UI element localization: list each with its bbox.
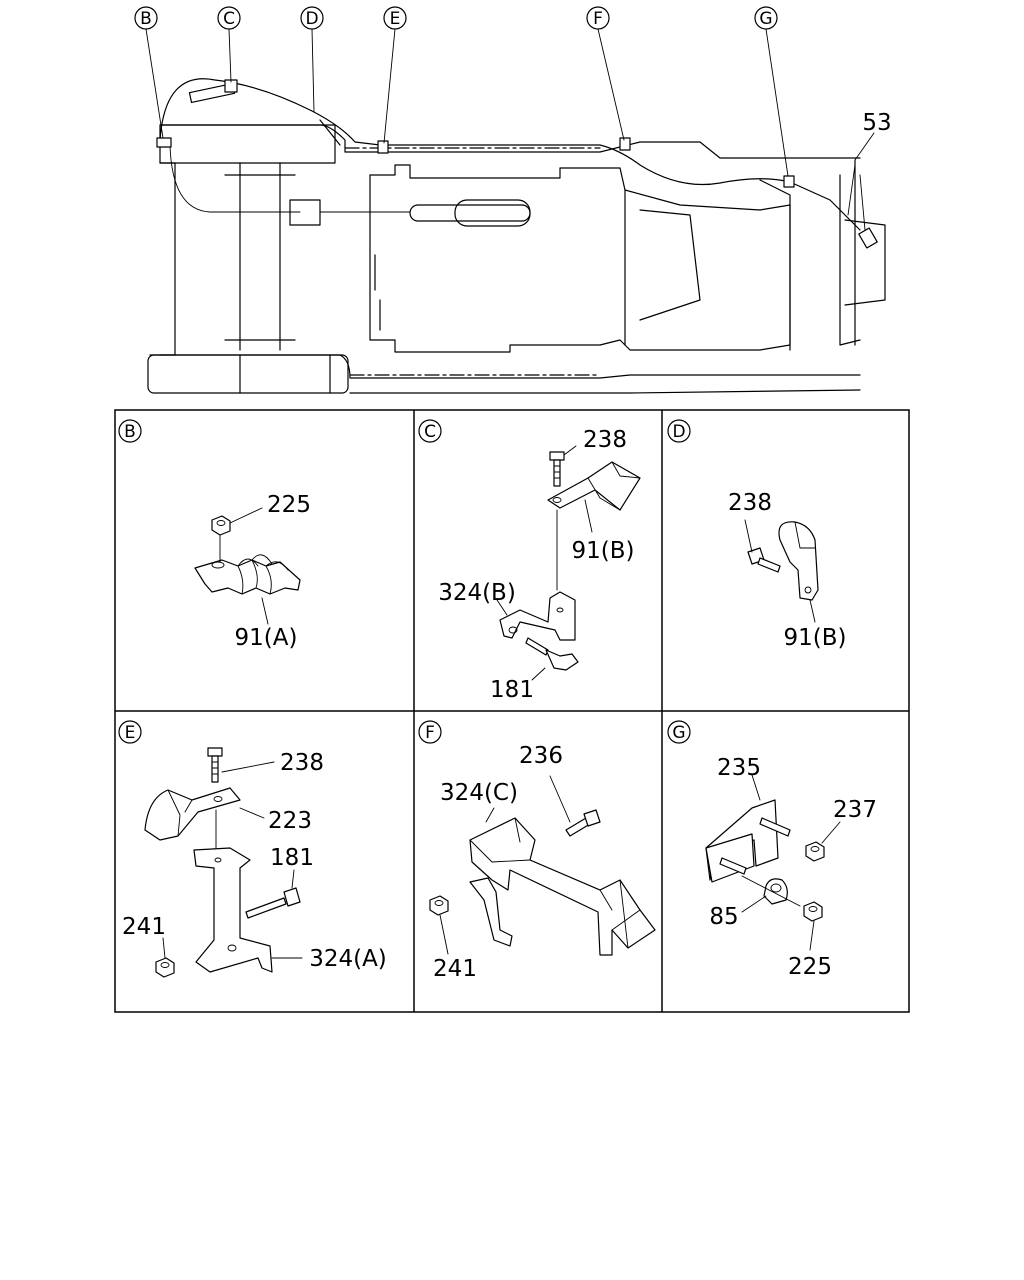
detail-g-panel: G 235 237 85 225	[667, 720, 877, 980]
svg-text:241: 241	[433, 956, 477, 982]
svg-text:235: 235	[717, 755, 761, 781]
bolt-236	[565, 809, 601, 837]
clip-91b-d	[778, 521, 819, 601]
stud-bolt-g	[719, 817, 791, 875]
svg-text:E: E	[125, 723, 136, 743]
detail-c-panel: C 238 91(B) 324(B) 181	[418, 419, 641, 703]
svg-text:E: E	[390, 9, 401, 29]
svg-text:181: 181	[490, 677, 534, 703]
detail-marker-b: B	[134, 6, 158, 30]
detail-grid	[114, 409, 910, 1013]
part-53-label: 53	[862, 110, 891, 136]
bracket-324c	[469, 817, 656, 956]
svg-text:B: B	[140, 9, 152, 29]
svg-text:C: C	[424, 422, 436, 442]
svg-text:G: G	[672, 723, 685, 743]
bolt-181-e	[245, 887, 301, 919]
overview-leaders	[145, 28, 875, 177]
nut-241-e	[155, 957, 175, 978]
svg-text:238: 238	[280, 750, 324, 776]
svg-text:F: F	[593, 9, 603, 29]
cable-route	[156, 78, 878, 249]
svg-text:B: B	[124, 422, 136, 442]
svg-text:225: 225	[788, 954, 832, 980]
clip-85	[763, 878, 788, 905]
svg-text:238: 238	[583, 427, 627, 453]
bracket-324b	[499, 591, 576, 641]
svg-text:C: C	[223, 9, 235, 29]
clip-223	[144, 787, 241, 841]
detail-b-panel: B 225 91(A)	[118, 419, 311, 651]
nut-225-b	[211, 515, 231, 536]
svg-text:237: 237	[833, 797, 877, 823]
detail-marker-f: F	[586, 6, 610, 30]
svg-text:91(B): 91(B)	[572, 538, 635, 564]
svg-text:91(B): 91(B)	[784, 625, 847, 651]
detail-d-panel: D 238 91(B)	[667, 419, 847, 651]
svg-text:D: D	[305, 9, 318, 29]
chassis-overview	[147, 119, 886, 394]
detail-marker-g: G	[754, 6, 778, 30]
svg-text:324(A): 324(A)	[309, 946, 387, 972]
svg-text:91(A): 91(A)	[235, 625, 298, 651]
bolt-181-c	[525, 637, 579, 671]
svg-text:238: 238	[728, 490, 772, 516]
svg-text:D: D	[672, 422, 685, 442]
detail-marker-e: E	[383, 6, 407, 30]
clip-91a	[194, 554, 301, 595]
bracket-plate-f	[469, 877, 513, 947]
nut-241-f	[429, 895, 449, 916]
nut-237	[805, 841, 825, 862]
clip-91b-c	[547, 461, 641, 511]
svg-text:225: 225	[267, 492, 311, 518]
svg-text:241: 241	[122, 914, 166, 940]
detail-f-panel: F 236 324(C) 241	[418, 720, 656, 982]
bolt-238-c	[549, 451, 565, 487]
bolt-238-d	[747, 547, 781, 573]
svg-text:G: G	[759, 9, 772, 29]
svg-text:324(B): 324(B)	[438, 580, 516, 606]
detail-marker-d: D	[300, 6, 324, 30]
nut-225-g	[803, 901, 823, 922]
svg-text:236: 236	[519, 743, 563, 769]
svg-text:223: 223	[268, 808, 312, 834]
svg-text:F: F	[425, 723, 435, 743]
svg-text:85: 85	[709, 904, 738, 930]
detail-e-panel: E 238 223 181 241	[118, 720, 387, 978]
svg-text:181: 181	[270, 845, 314, 871]
bracket-324a	[193, 847, 273, 973]
detail-marker-c: C	[217, 6, 241, 30]
svg-text:324(C): 324(C)	[440, 780, 518, 806]
bolt-238-e	[207, 747, 223, 783]
